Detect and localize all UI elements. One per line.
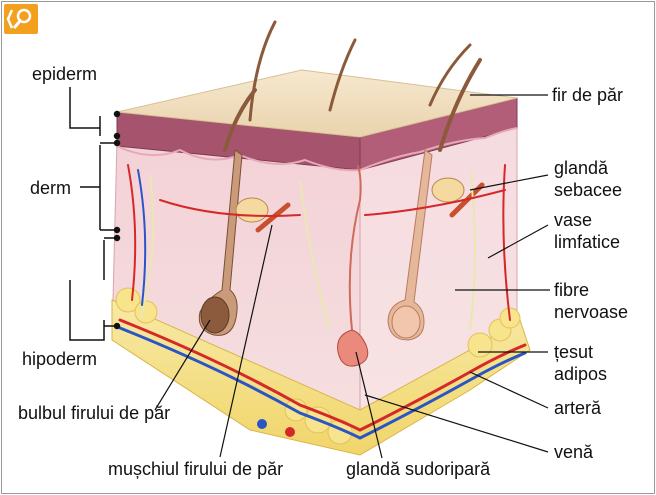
label-muschiul-firului-de-par: mușchiul firului de păr: [108, 459, 283, 479]
label-fibre-nervoase-line2: nervoase: [554, 302, 628, 322]
label-epiderm: epiderm: [32, 64, 97, 84]
label-tesut-adipos-line2: adipos: [554, 364, 607, 384]
label-fibre-nervoase-line1: fibre: [554, 280, 589, 300]
label-glanda-sebacee-line1: glandă: [554, 158, 609, 178]
label-hipoderm: hipoderm: [22, 349, 97, 369]
label-artera: arteră: [554, 398, 602, 418]
label-glanda-sebacee-line2: sebacee: [554, 180, 622, 200]
label-vase-limfatice-line1: vase: [554, 210, 592, 230]
label-glanda-sudoripara: glandă sudoripară: [346, 459, 491, 479]
label-bulbul-firului-de-par: bulbul firului de păr: [18, 403, 170, 423]
label-vase-limfatice-line2: limfatice: [554, 232, 620, 252]
label-vena: venă: [554, 442, 594, 462]
label-tesut-adipos-line1: țesut: [554, 342, 593, 362]
label-derm: derm: [30, 178, 71, 198]
label-fir-de-par: fir de păr: [552, 85, 623, 105]
